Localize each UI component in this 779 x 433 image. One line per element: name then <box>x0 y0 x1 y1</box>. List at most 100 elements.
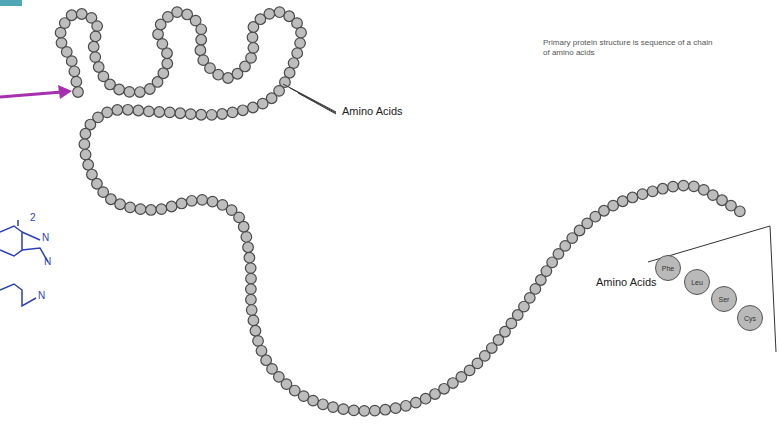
leader-lines <box>283 84 776 352</box>
atom-label: N <box>44 256 51 268</box>
amino-acid-bead <box>73 87 84 98</box>
amino-acid-bead: Ser <box>711 286 737 312</box>
amino-acid-bead <box>114 84 125 95</box>
amino-acid-bead <box>217 109 228 120</box>
amino-acid-bead <box>135 87 146 98</box>
amino-acid-code: Phe <box>662 265 674 272</box>
amino-acid-bead <box>238 221 249 232</box>
amino-acid-bead <box>248 315 259 326</box>
atom-label: N <box>42 232 49 244</box>
amino-acid-bead <box>264 9 275 20</box>
callout-label: Amino Acids <box>342 105 403 118</box>
amino-acid-bead <box>246 294 257 305</box>
amino-acid-bead <box>248 102 259 113</box>
amino-acid-bead <box>92 21 103 32</box>
amino-acid-bead <box>135 204 146 215</box>
amino-acid-bead <box>166 201 177 212</box>
amino-acid-bead <box>71 76 82 87</box>
corner-bar <box>0 0 22 6</box>
amino-acid-bead <box>196 109 207 120</box>
amino-acid-bead <box>257 98 268 109</box>
amino-acid-bead <box>175 108 186 119</box>
amino-acid-bead: Phe <box>655 255 681 281</box>
amino-acid-bead <box>69 66 80 77</box>
chemical-fragment <box>0 220 48 306</box>
amino-acid-bead <box>125 202 136 213</box>
amino-acid-bead <box>295 38 306 49</box>
amino-acid-bead <box>76 9 87 20</box>
amino-acid-bead <box>143 106 154 117</box>
amino-acid-bead <box>308 395 319 406</box>
amino-acid-bead <box>80 128 91 139</box>
amino-acid-bead <box>153 29 164 40</box>
amino-acid-bead <box>56 38 67 49</box>
amino-acid-bead <box>172 7 183 18</box>
amino-acid-bead <box>196 24 207 35</box>
amino-acid-chain <box>55 7 745 416</box>
amino-acid-bead <box>246 305 257 316</box>
callout-label: Amino Acids <box>596 276 657 289</box>
amino-acid-code: Cys <box>744 315 756 322</box>
amino-acid-bead <box>146 205 157 216</box>
amino-acid-bead <box>328 402 339 413</box>
amino-acid-bead <box>668 181 679 192</box>
amino-acid-bead <box>359 406 370 417</box>
amino-acid-bead <box>237 105 248 116</box>
amino-acid-bead <box>206 110 217 121</box>
amino-acid-bead <box>250 325 261 336</box>
amino-acid-bead <box>248 43 259 54</box>
amino-acid-bead: Cys <box>737 305 763 331</box>
amino-acid-bead <box>657 183 668 194</box>
amino-acid-bead <box>637 189 648 200</box>
amino-acid-bead <box>164 107 175 118</box>
pointer-arrow <box>0 92 62 97</box>
amino-acid-bead <box>90 52 101 63</box>
amino-acid-bead <box>244 252 255 263</box>
amino-acid-bead <box>253 336 264 347</box>
amino-acid-bead <box>90 31 101 42</box>
amino-acid-bead <box>246 273 257 284</box>
amino-acid-bead <box>207 196 218 207</box>
pointer-arrow-head <box>58 85 72 99</box>
amino-acid-bead <box>678 180 689 191</box>
amino-acid-bead <box>154 107 165 118</box>
amino-acid-bead <box>390 403 401 414</box>
amino-acid-bead <box>246 284 257 295</box>
amino-acid-bead <box>197 195 208 206</box>
amino-acid-bead <box>348 405 359 416</box>
amino-acid-bead <box>247 32 258 43</box>
amino-acid-bead <box>296 27 307 38</box>
amino-acid-bead <box>735 206 746 217</box>
atom-label: 2 <box>30 212 36 224</box>
amino-acid-bead <box>401 401 412 412</box>
amino-acid-bead <box>689 181 700 192</box>
amino-acid-bead <box>80 149 91 160</box>
amino-acid-bead <box>115 199 126 210</box>
amino-acid-bead <box>79 139 90 150</box>
amino-acid-bead <box>158 68 169 79</box>
amino-acid-bead <box>369 405 380 416</box>
amino-acid-bead <box>617 196 628 207</box>
amino-acid-bead <box>411 397 422 408</box>
amino-acid-bead <box>186 196 197 207</box>
amino-acid-bead <box>124 87 135 98</box>
amino-acid-bead <box>338 404 349 415</box>
amino-acid-bead <box>185 109 196 120</box>
amino-acid-bead <box>83 159 94 170</box>
amino-acid-bead <box>162 58 173 69</box>
caption-note: Primary protein structure is sequence of… <box>543 38 713 57</box>
amino-acid-bead <box>176 198 187 209</box>
amino-acid-bead <box>318 399 329 410</box>
amino-acid-bead: Leu <box>684 269 710 295</box>
amino-acid-bead <box>227 107 238 118</box>
amino-acid-bead <box>647 186 658 197</box>
amino-acid-bead <box>380 404 391 415</box>
amino-acid-code: Leu <box>691 279 703 286</box>
amino-acid-bead <box>243 242 254 253</box>
amino-acid-bead <box>274 7 285 18</box>
amino-acid-bead <box>241 232 252 243</box>
amino-acid-bead <box>245 263 256 274</box>
amino-acid-bead <box>292 48 303 59</box>
amino-acid-bead <box>88 41 99 52</box>
